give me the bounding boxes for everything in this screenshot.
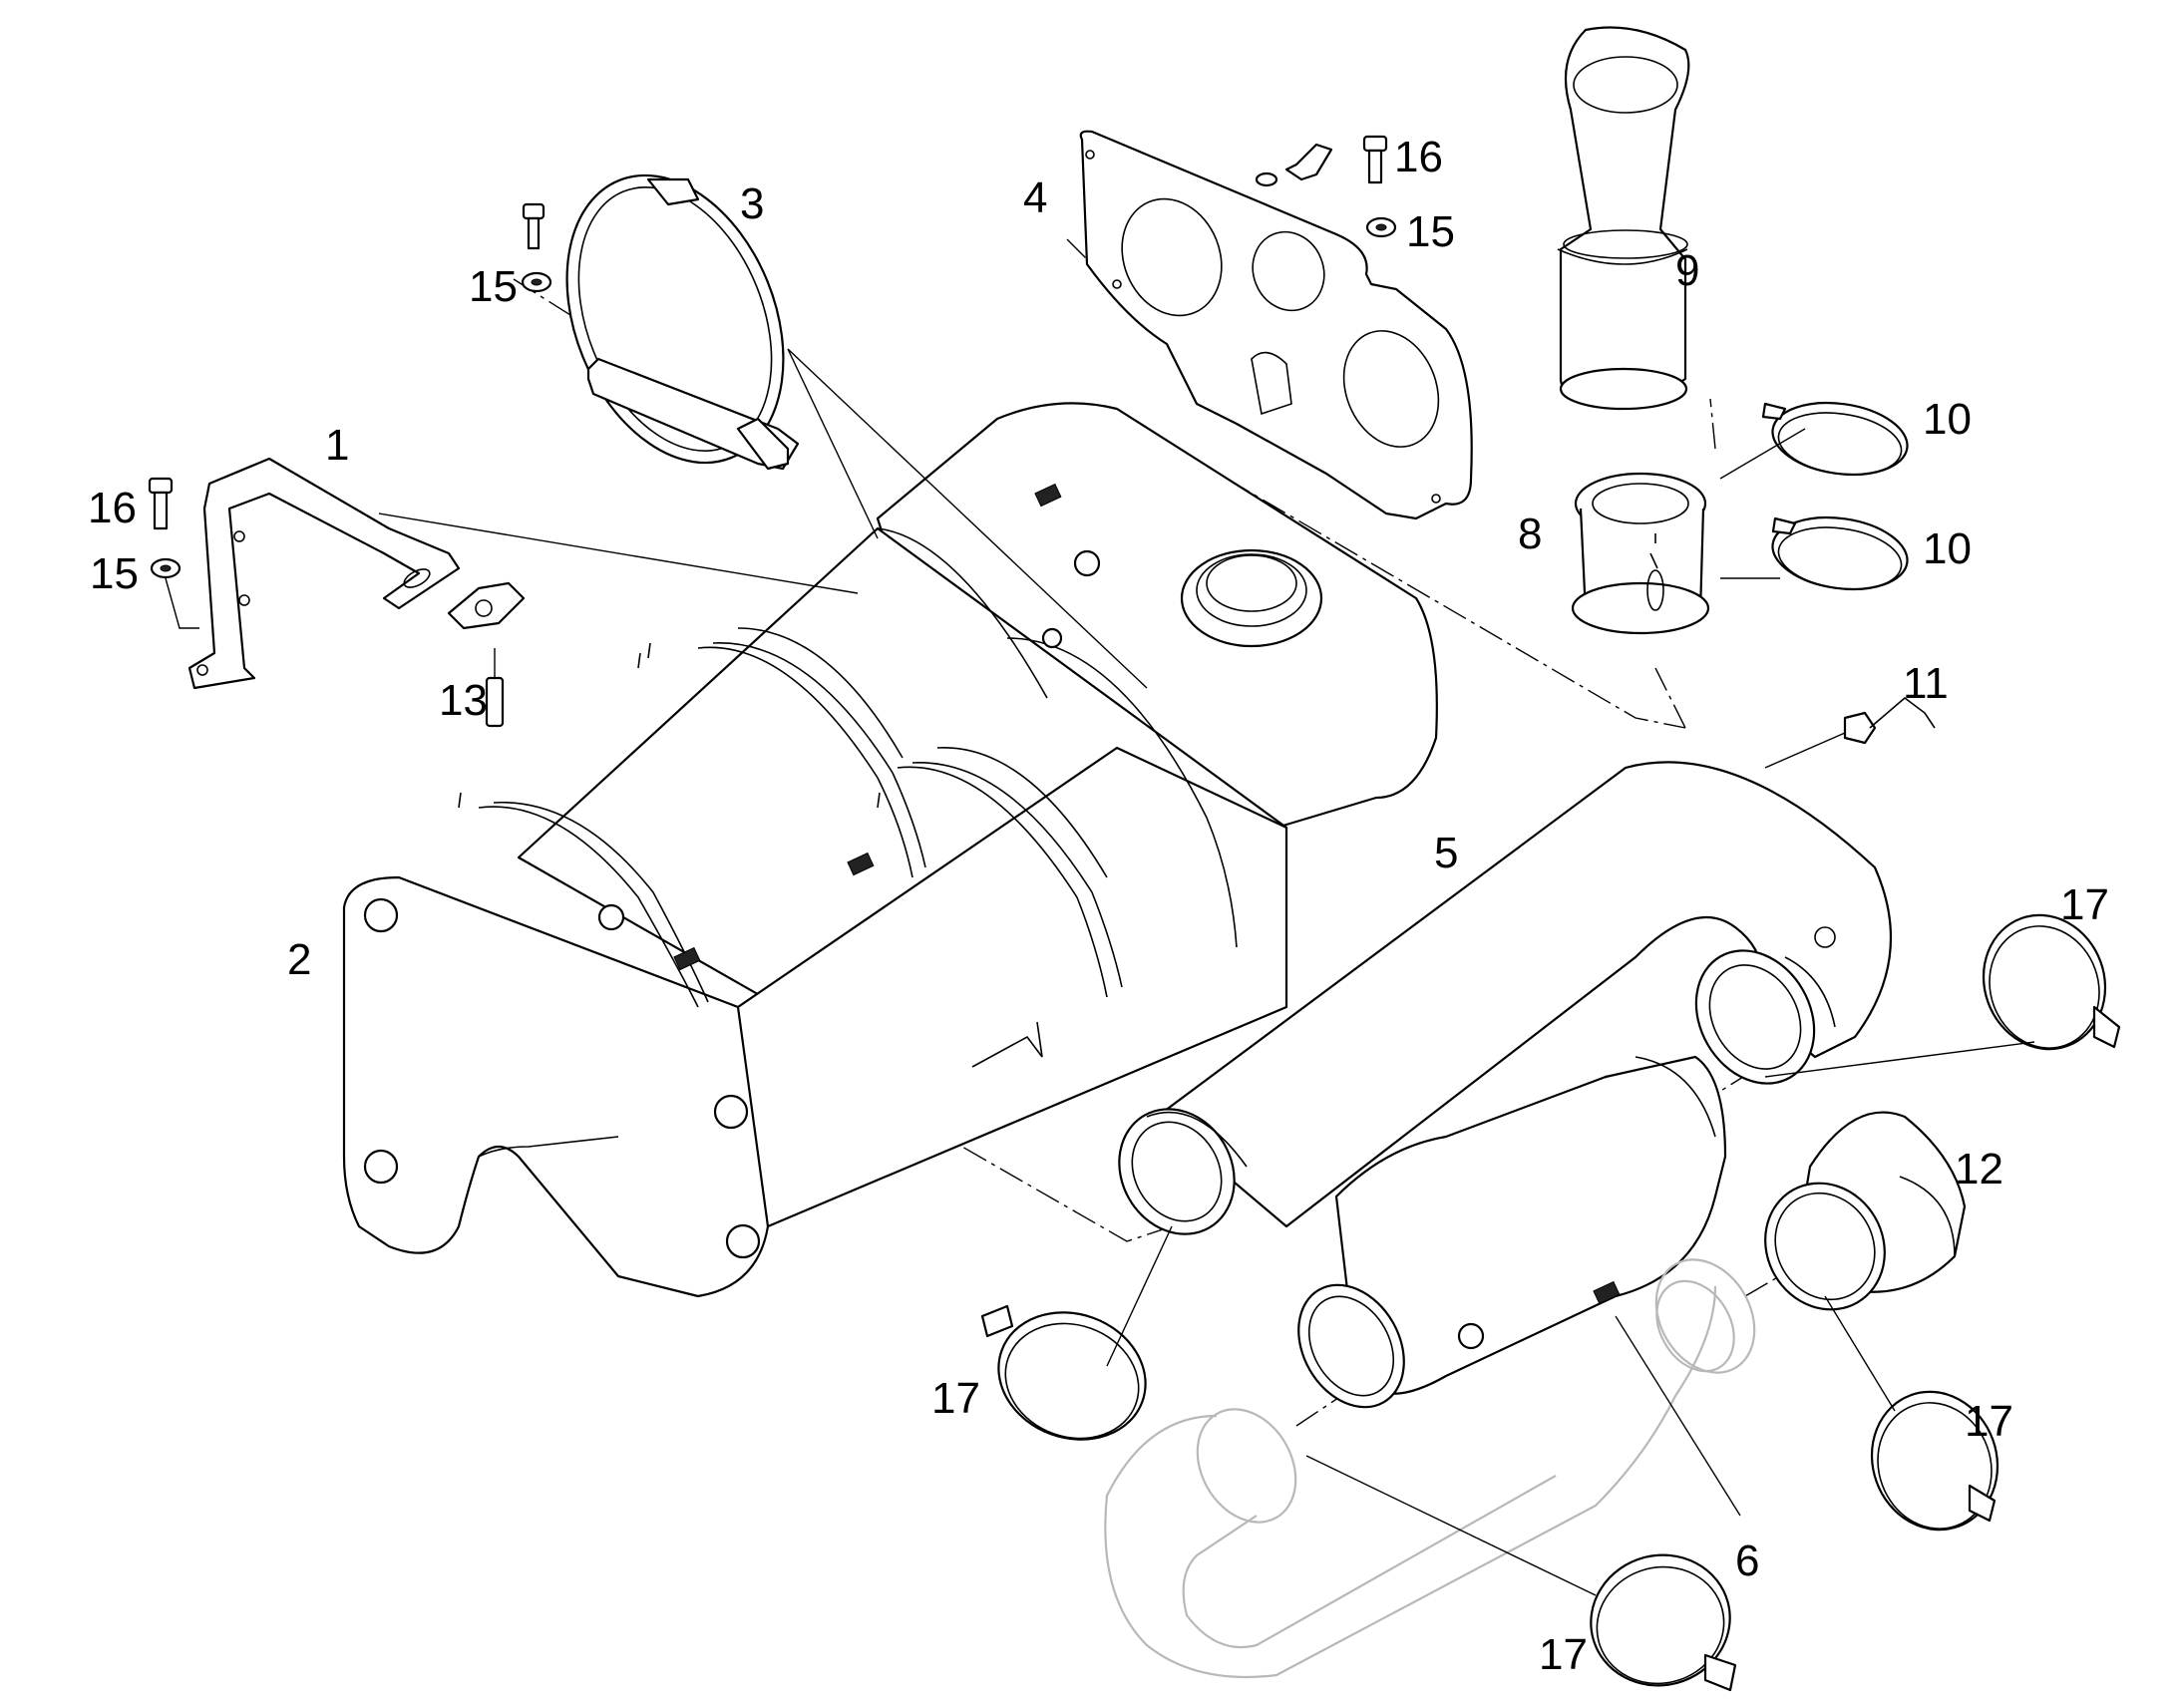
callout-17-bottom: 17 — [1539, 1630, 1588, 1679]
callout-16-plate: 16 — [1394, 133, 1443, 181]
callout-3: 3 — [740, 179, 764, 228]
callout-5: 5 — [1434, 829, 1458, 877]
return-pipe — [1118, 761, 1893, 1235]
callout-labels: 1 2 3 4 5 6 8 9 10 10 11 12 13 15 15 15 … — [88, 133, 2109, 1679]
elbow-adapter — [1764, 1111, 1967, 1311]
callout-4: 4 — [1023, 173, 1047, 222]
callout-17-upper-right: 17 — [2060, 880, 2109, 929]
callout-16-left: 16 — [88, 484, 137, 532]
callout-15-plate: 15 — [1406, 207, 1455, 256]
callout-13: 13 — [439, 676, 488, 725]
callout-15-clamp: 15 — [469, 262, 518, 311]
outlet-pipe — [1557, 26, 1690, 411]
callout-2: 2 — [287, 935, 311, 984]
ghost-lower-pipe — [1104, 1258, 1756, 1679]
heat-shield-plate — [1079, 130, 1473, 520]
callout-10-upper: 10 — [1923, 395, 1972, 444]
mounting-bracket — [187, 457, 461, 690]
callout-11: 11 — [1903, 659, 1949, 708]
exhaust-sensor — [1843, 696, 1936, 745]
callout-17-left: 17 — [931, 1374, 980, 1423]
callout-12: 12 — [1955, 1145, 2003, 1194]
catalytic-converter — [1297, 1055, 1727, 1409]
connecting-sleeve — [1571, 472, 1710, 635]
band-clamps-17 — [980, 913, 2121, 1692]
strap-clamp — [565, 173, 800, 471]
band-clamps — [1761, 401, 1909, 591]
fasteners — [148, 135, 1397, 728]
callout-8: 8 — [1518, 510, 1542, 558]
muffler-body — [342, 402, 1438, 1298]
callout-10-lower: 10 — [1923, 524, 1972, 573]
callout-17-lower-right: 17 — [1965, 1397, 2013, 1446]
callout-15-left: 15 — [90, 549, 139, 598]
leader-lines — [165, 348, 2035, 1596]
callout-9: 9 — [1675, 246, 1699, 295]
callout-6: 6 — [1735, 1537, 1759, 1585]
callout-1: 1 — [325, 421, 349, 470]
